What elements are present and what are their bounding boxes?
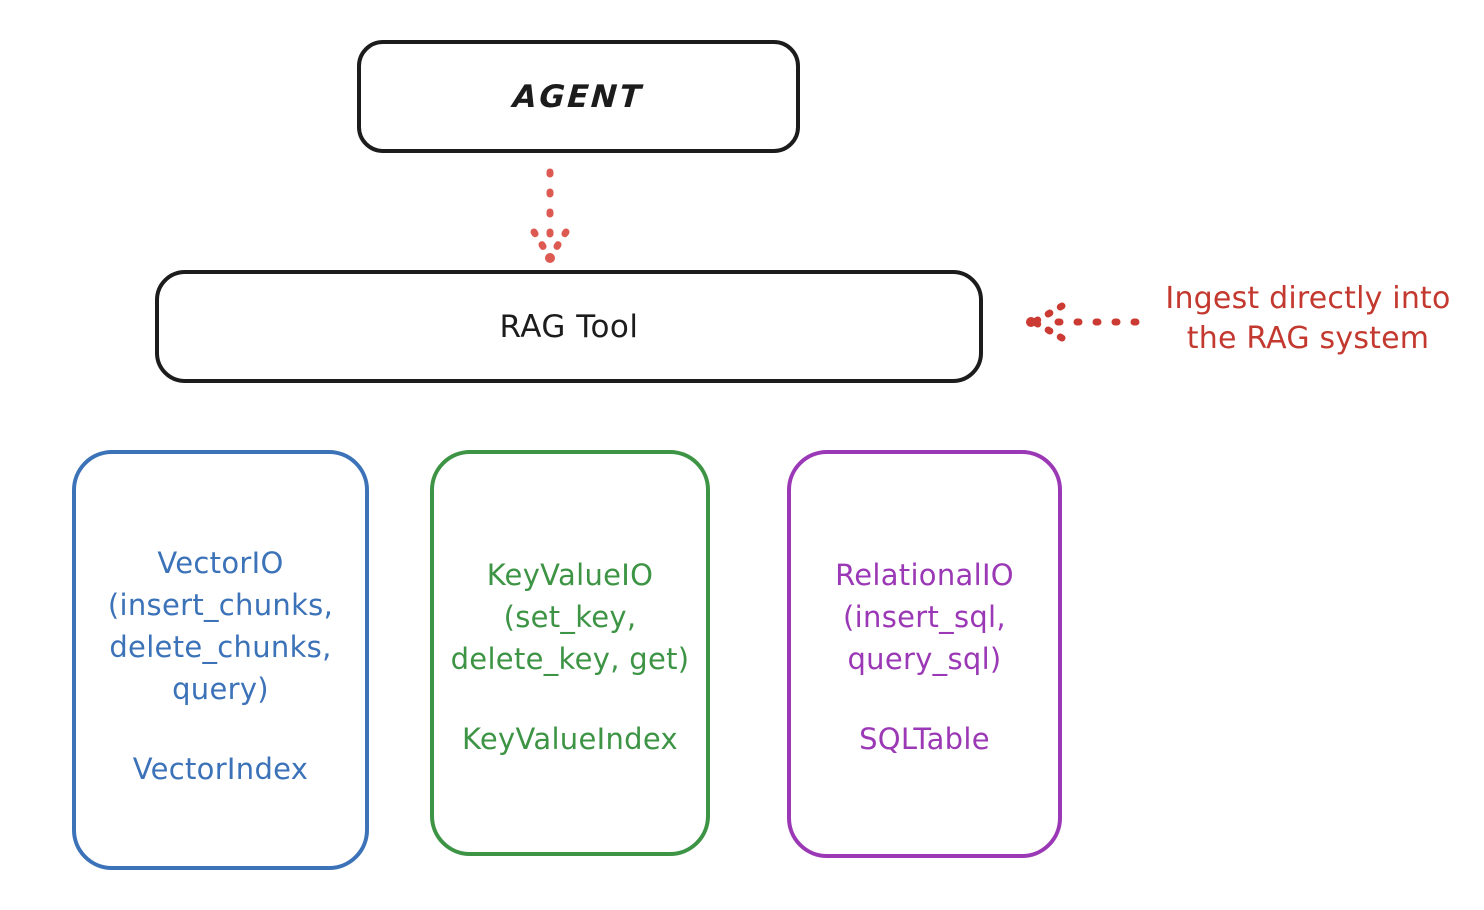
connector-ingest-to-rag-tool <box>1026 302 1140 342</box>
node-vector-io[interactable]: VectorIO (insert_chunks, delete_chunks, … <box>72 450 369 870</box>
annotation-ingest-directly: Ingest directly into the RAG system <box>1165 281 1451 356</box>
connector-ingest-to-rag-tool-head-top <box>1032 302 1066 325</box>
node-agent[interactable]: AGENT <box>357 40 800 153</box>
connector-ingest-to-rag-tool-head-bottom <box>1032 319 1066 342</box>
node-vector-io-index-label: VectorIndex <box>132 752 309 786</box>
node-agent-label: AGENT <box>512 78 645 115</box>
node-rag-tool-label: RAG Tool <box>499 308 639 345</box>
connector-agent-to-rag-tool-head-right <box>547 228 570 260</box>
connector-agent-to-rag-tool-head-left <box>530 228 553 260</box>
connector-ingest-to-rag-tool-tip <box>1026 317 1036 327</box>
node-relational-io-index-label: SQLTable <box>859 722 990 756</box>
node-key-value-io[interactable]: KeyValueIO (set_key, delete_key, get) Ke… <box>430 450 710 856</box>
connector-agent-to-rag-tool-tip <box>545 253 555 263</box>
node-vector-io-api-label: VectorIO (insert_chunks, delete_chunks, … <box>107 546 334 706</box>
node-key-value-io-api-label: KeyValueIO (set_key, delete_key, get) <box>450 558 690 676</box>
node-relational-io-api-label: RelationalIO (insert_sql, query_sql) <box>835 558 1014 676</box>
node-key-value-io-index-label: KeyValueIndex <box>462 722 678 756</box>
node-relational-io[interactable]: RelationalIO (insert_sql, query_sql) SQL… <box>787 450 1062 858</box>
node-rag-tool[interactable]: RAG Tool <box>155 270 983 383</box>
connector-agent-to-rag-tool <box>530 168 570 263</box>
